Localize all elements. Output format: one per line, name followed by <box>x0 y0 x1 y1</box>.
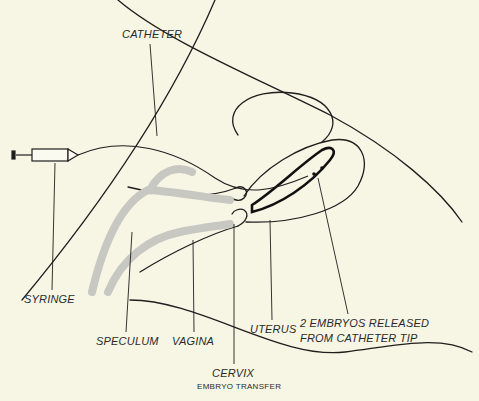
abdomen-contour <box>22 0 215 300</box>
part-label: CERVIX <box>212 366 254 381</box>
syringe <box>12 149 78 161</box>
bladder <box>233 92 333 142</box>
speculum <box>92 169 230 292</box>
part-label: SYRINGE <box>24 292 75 307</box>
part-label: UTERUS <box>250 322 296 337</box>
embryo <box>312 172 316 176</box>
catheter <box>78 146 308 190</box>
leader-line <box>52 44 348 364</box>
uterus <box>244 140 364 223</box>
embryo <box>320 166 324 170</box>
part-label: 2 EMBRYOS RELEASED FROM CATHETER TIP <box>300 316 432 346</box>
part-label: VAGINA <box>172 334 214 349</box>
lower-contour <box>130 300 472 353</box>
caption: EMBRYO TRANSFER <box>197 382 281 391</box>
part-label: CATHETER <box>122 27 182 42</box>
part-label: SPECULUM <box>96 334 159 349</box>
cervix <box>232 209 247 226</box>
uterine-cavity <box>252 148 334 212</box>
